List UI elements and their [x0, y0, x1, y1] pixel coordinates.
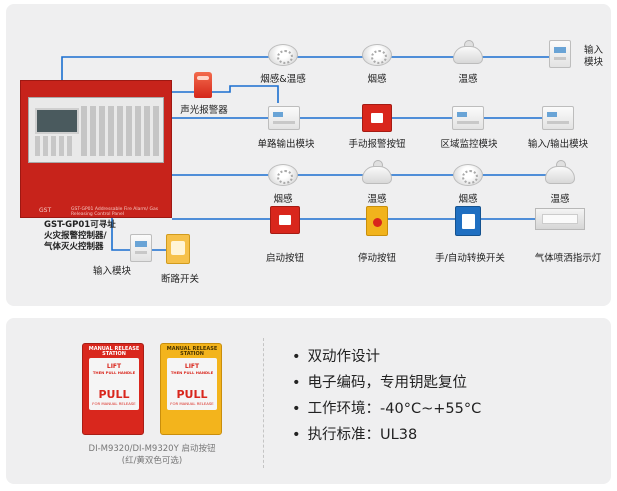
label-input-module-1-text: 输入模块: [584, 45, 604, 68]
feature-list: 双动作设计 电子编码，专用钥匙复位 工作环境：-40°C~+55°C 执行标准：…: [292, 344, 482, 448]
station-pull-sub: FOR MANUAL RELEASE: [92, 401, 136, 406]
section-divider: [263, 338, 264, 468]
station-head: MANUAL RELEASE STATION: [88, 346, 140, 357]
input-module-icon: [549, 40, 571, 68]
station-pull-sub: FOR MANUAL RELEASE: [170, 401, 214, 406]
stop-button-icon: [366, 206, 388, 236]
gas-spray-lamp-icon: [535, 208, 585, 230]
smoke-detector-icon: [362, 40, 392, 66]
station-lift: LIFT THEN PULL HANDLE: [89, 364, 139, 376]
label-input-module-1: 输入模块: [584, 45, 606, 69]
label-input-module-2: 输入模块: [92, 266, 132, 277]
label-smoke-3: 烟感: [458, 194, 478, 205]
feature-item: 双动作设计: [292, 344, 481, 370]
wire-siren: [172, 85, 279, 103]
heat-detector-icon: [453, 40, 483, 66]
controller-caption: GST-GP01可寻址 火灾报警控制器/ 气体灭火控制器: [44, 220, 144, 253]
controller-keypad: [81, 106, 159, 156]
fire-alarm-controller: GST GST-GP01 Addressable Fire Alarm/ Gas…: [20, 80, 172, 218]
product-caption: DI-M9320/DI-M9320Y 启动按钮 (红/黄双色可选): [62, 443, 242, 467]
label-heat-2: 温感: [367, 194, 387, 205]
product-caption-line2: (红/黄双色可选): [121, 456, 183, 466]
controller-caption-line: 气体灭火控制器: [44, 242, 104, 252]
heat-detector-icon: [545, 160, 575, 186]
input-output-module-icon: [542, 106, 574, 130]
heat-detector-icon: [362, 160, 392, 186]
circuit-breaker-icon: [166, 234, 190, 264]
audible-visual-alarm-icon: [194, 72, 212, 98]
feature-item: 执行标准：UL38: [292, 422, 481, 448]
controller-model-line2: Addressable Fire Alarm/: [94, 207, 149, 212]
input-module-icon: [130, 234, 152, 262]
label-smoke-1: 烟感: [367, 74, 387, 85]
feature-item: 电子编码，专用钥匙复位: [292, 370, 481, 396]
label-audible-visual-alarm: 声光报警器: [180, 105, 228, 116]
station-lift-sub: THEN PULL HANDLE: [170, 370, 214, 375]
smoke-detector-icon: [268, 160, 298, 186]
controller-model-line3: Gas Releasing Control Panel: [71, 207, 159, 217]
label-single-output-module: 单路输出模块: [257, 139, 315, 150]
product-caption-line1: DI-M9320/DI-M9320Y 启动按钮: [88, 444, 216, 454]
start-button-yellow-image: MANUAL RELEASE STATION LIFT THEN PULL HA…: [160, 343, 222, 435]
station-head: MANUAL RELEASE STATION: [166, 346, 218, 357]
start-button-icon: [270, 206, 300, 234]
smoke-detector-icon: [453, 160, 483, 186]
station-lift-text: LIFT: [184, 363, 200, 370]
label-smoke-heat: 烟感&温感: [260, 74, 306, 85]
station-lift-text: LIFT: [106, 363, 122, 370]
single-output-module-icon: [268, 106, 300, 130]
manual-call-point-icon: [362, 104, 392, 132]
controller-brand: GST: [39, 207, 52, 214]
label-circuit-breaker: 断路开关: [160, 274, 200, 285]
controller-lcd-screen: [35, 108, 79, 134]
station-lift: LIFT THEN PULL HANDLE: [167, 364, 217, 376]
label-heat-1: 温感: [458, 74, 478, 85]
wire-loop-1: [61, 56, 560, 80]
label-input-output-module: 输入/输出模块: [527, 139, 589, 150]
controller-model-text: GST-GP01 Addressable Fire Alarm/ Gas Rel…: [71, 207, 169, 217]
label-manual-call-point: 手动报警按钮: [348, 139, 406, 150]
label-stop-button: 停动按钮: [357, 253, 397, 264]
label-zone-monitor-module: 区域监控模块: [440, 139, 498, 150]
label-manual-auto-switch: 手/自动转换开关: [435, 253, 505, 264]
station-window: [89, 358, 139, 410]
controller-caption-line: GST-GP01可寻址: [44, 220, 116, 230]
wire-loop-5: [111, 218, 132, 251]
label-heat-3: 温感: [550, 194, 570, 205]
controller-caption-line: 火灾报警控制器/: [44, 231, 107, 241]
zone-monitor-module-icon: [452, 106, 484, 130]
station-pull: PULL: [176, 388, 208, 401]
label-start-button: 启动按钮: [265, 253, 305, 264]
start-button-red-image: MANUAL RELEASE STATION LIFT THEN PULL HA…: [82, 343, 144, 435]
controller-faceplate: [28, 97, 164, 163]
smoke-heat-detector-icon: [268, 40, 298, 66]
manual-auto-switch-icon: [455, 206, 481, 236]
station-pull: PULL: [98, 388, 130, 401]
label-gas-spray-lamp: 气体喷洒指示灯: [534, 253, 602, 264]
label-smoke-2: 烟感: [273, 194, 293, 205]
station-window: [167, 358, 217, 410]
feature-item: 工作环境：-40°C~+55°C: [292, 396, 482, 422]
controller-model-line1: GST-GP01: [71, 207, 94, 212]
station-lift-sub: THEN PULL HANDLE: [92, 370, 136, 375]
controller-buttons: [35, 136, 75, 156]
